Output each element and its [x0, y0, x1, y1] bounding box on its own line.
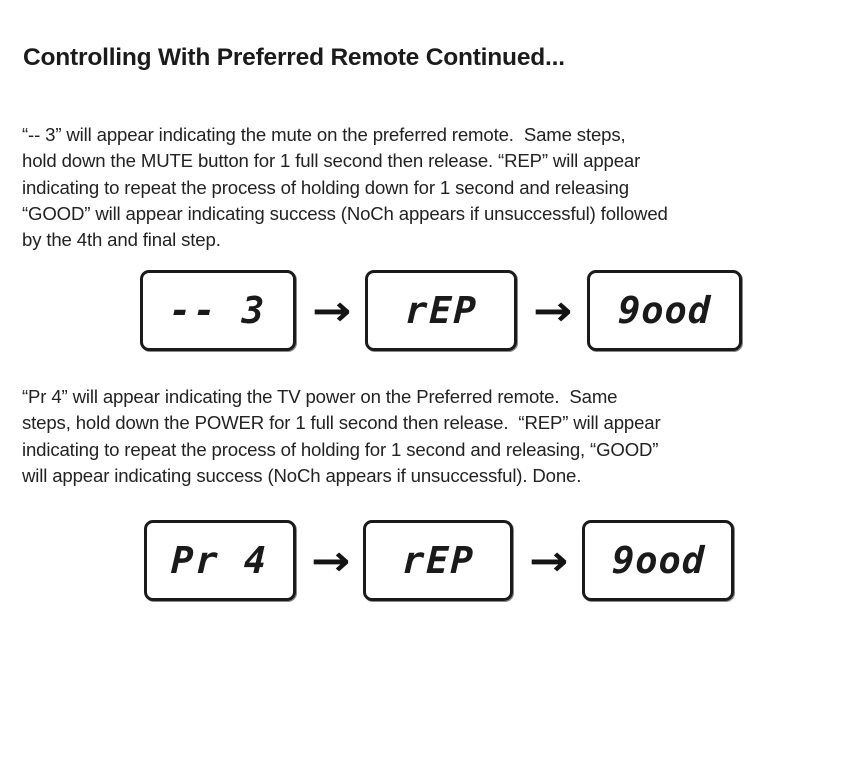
paragraph-line: by the 4th and final step. — [22, 229, 221, 251]
paragraph-line: indicating to repeat the process of hold… — [22, 438, 659, 460]
lcd-segment-text: -- 3 — [168, 289, 268, 332]
paragraph-line: hold down the MUTE button for 1 full sec… — [22, 150, 641, 172]
lcd-display-repeat: rEP — [363, 520, 514, 601]
arrow-right-icon: → — [529, 535, 569, 585]
lcd-display-repeat: rEP — [365, 270, 518, 351]
lcd-display-good: 9ood — [587, 270, 743, 351]
lcd-segment-text: rEP — [404, 289, 479, 332]
power-sequence-diagram: Pr 4 → rEP → 9ood — [144, 520, 735, 601]
lcd-segment-text: 9ood — [617, 289, 713, 332]
paragraph-line: “Pr 4” will appear indicating the TV pow… — [22, 386, 618, 407]
paragraph-line: steps, hold down the POWER for 1 full se… — [22, 412, 661, 434]
lcd-segment-text: Pr 4 — [170, 539, 270, 582]
lcd-segment-text: rEP — [401, 539, 476, 582]
lcd-display-mute-code: -- 3 — [140, 270, 296, 351]
page-title: Controlling With Preferred Remote Contin… — [23, 44, 565, 71]
mute-sequence-diagram: -- 3 → rEP → 9ood — [140, 270, 743, 351]
paragraph-line: “-- 3” will appear indicating the mute o… — [22, 124, 626, 145]
paragraph-mute-instructions: “-- 3” will appear indicating the mute o… — [22, 122, 846, 253]
paragraph-line: “GOOD” will appear indicating success (N… — [22, 202, 668, 224]
lcd-segment-text: 9ood — [611, 539, 706, 582]
arrow-right-icon: → — [533, 285, 573, 335]
paragraph-power-instructions: “Pr 4” will appear indicating the TV pow… — [22, 384, 846, 489]
arrow-right-icon: → — [312, 285, 352, 335]
lcd-display-good: 9ood — [582, 520, 735, 601]
arrow-right-icon: → — [311, 535, 351, 585]
paragraph-line: indicating to repeat the process of hold… — [22, 176, 629, 198]
lcd-display-power-code: Pr 4 — [144, 520, 296, 601]
paragraph-line: will appear indicating success (NoCh app… — [22, 464, 582, 486]
